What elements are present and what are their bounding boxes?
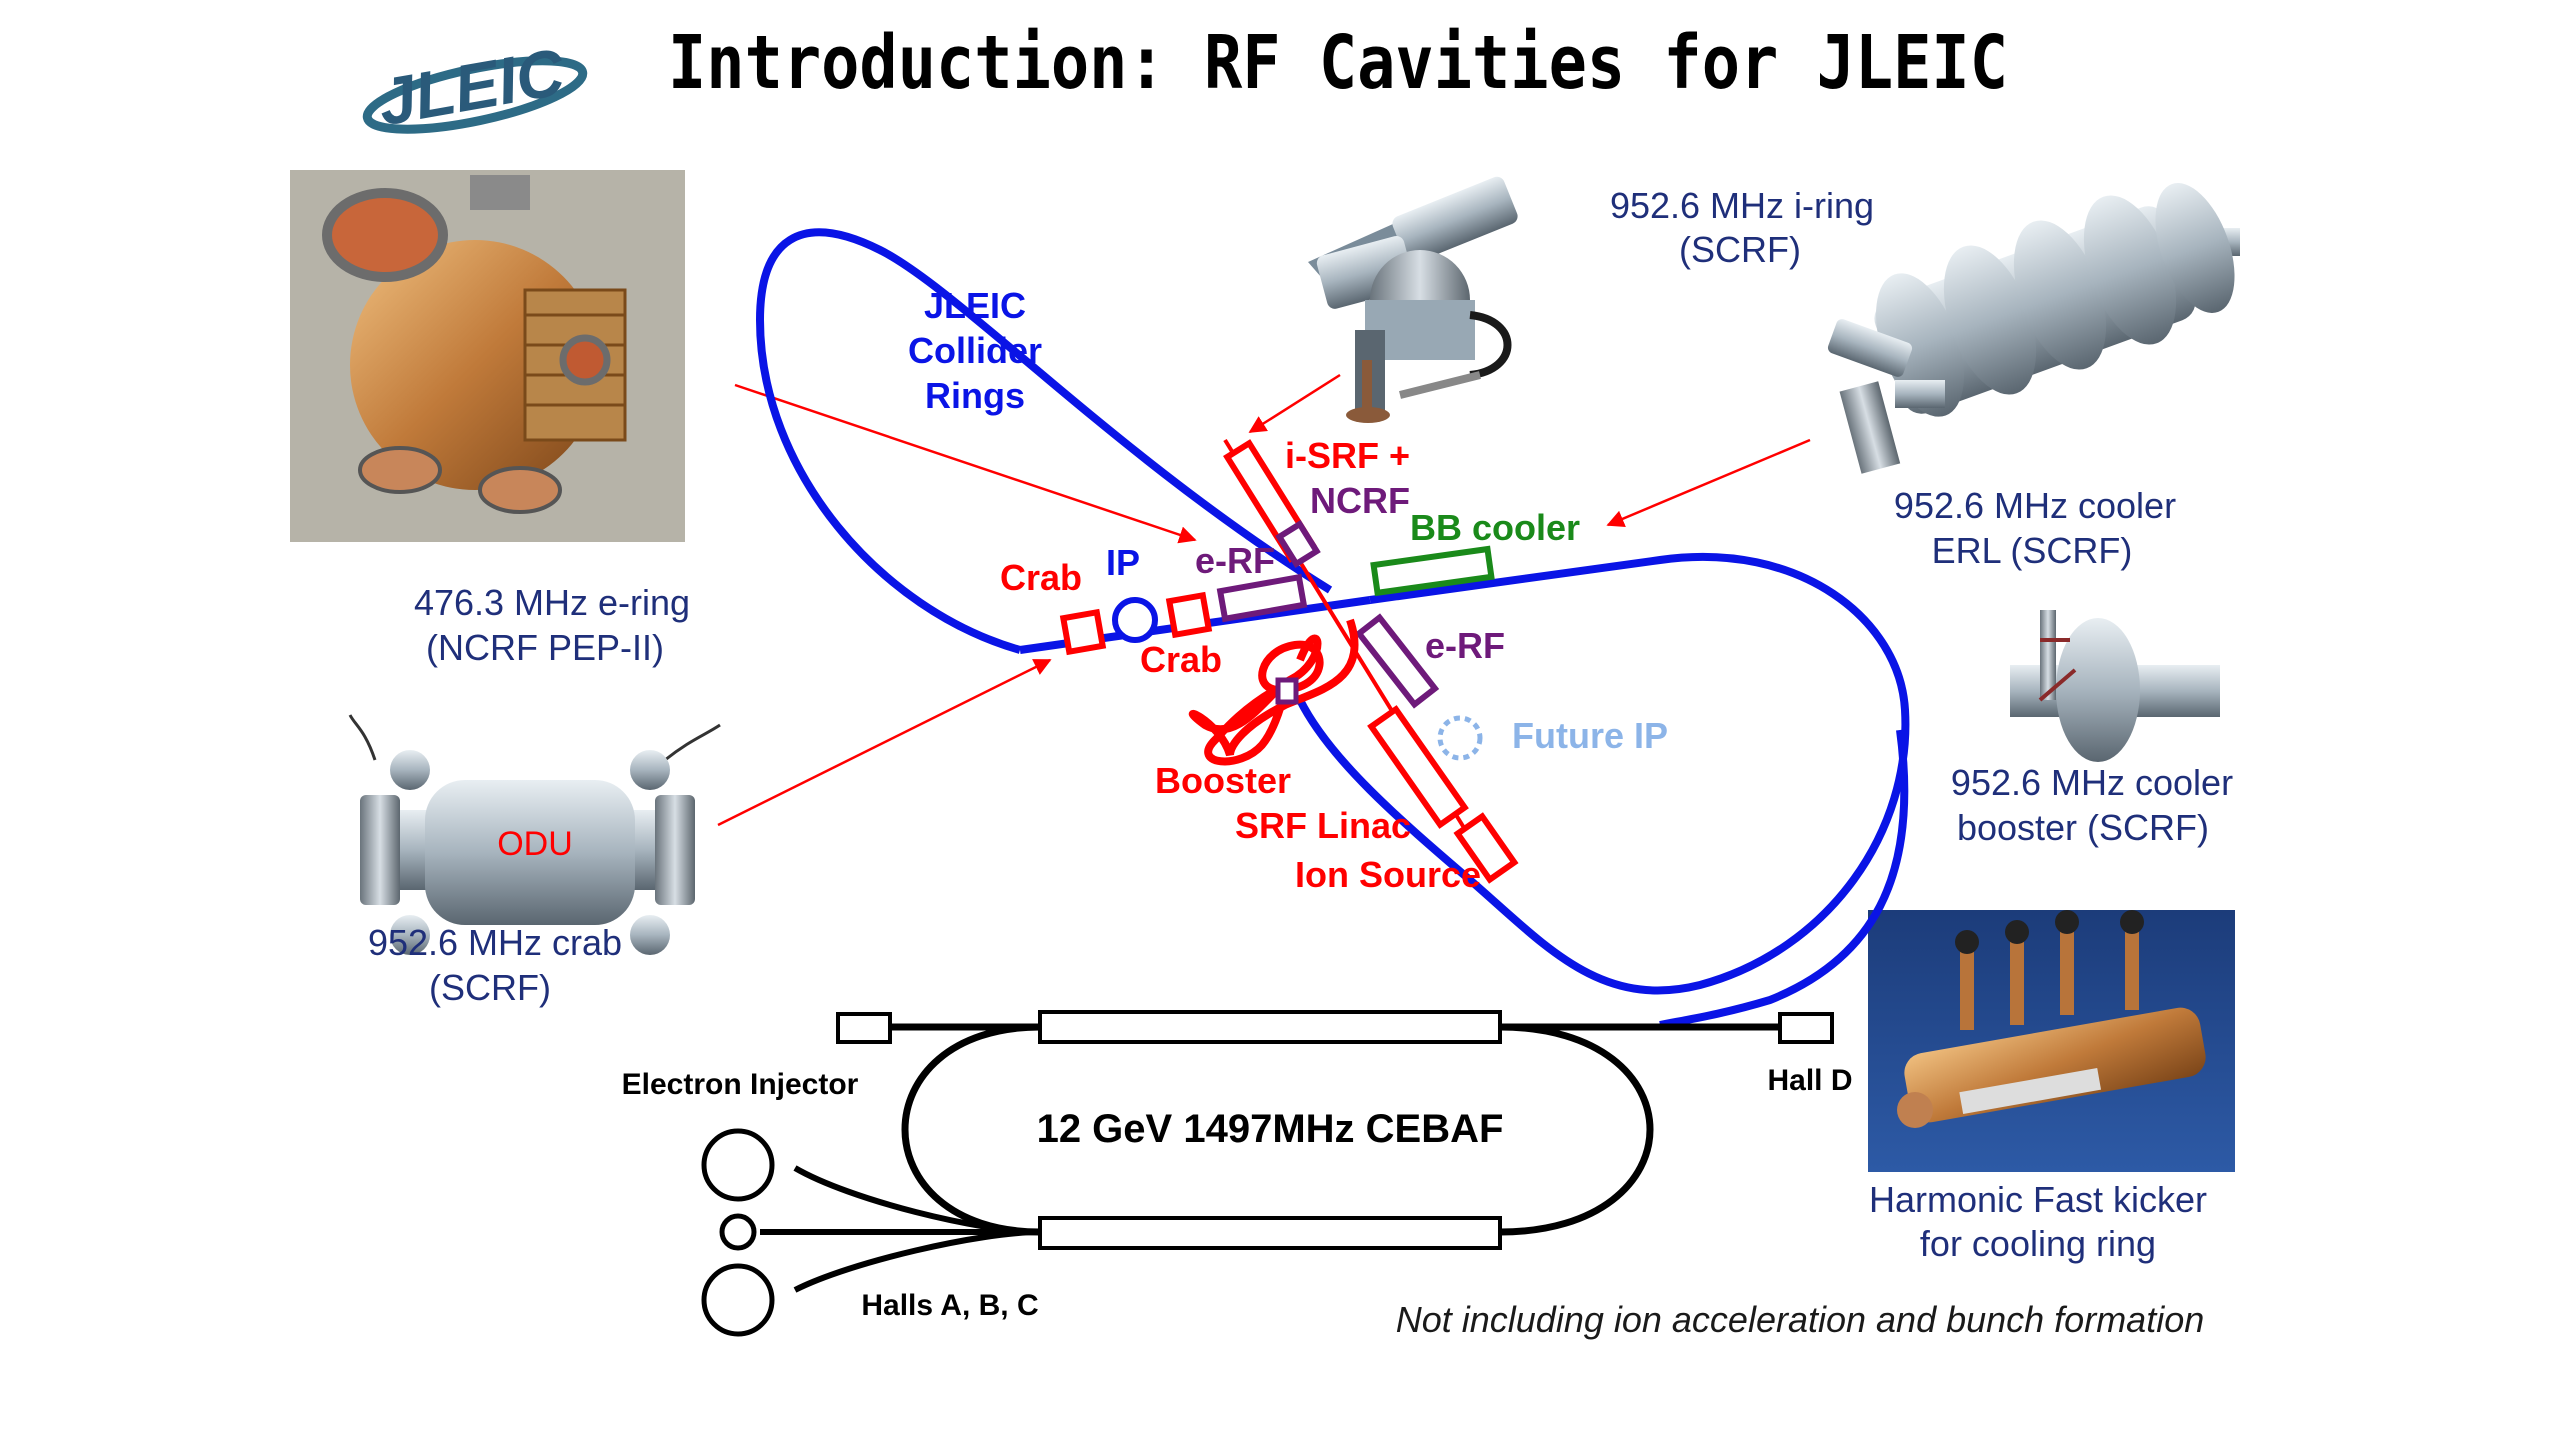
fast-kicker-photo [1868, 910, 2235, 1172]
hall-a [701, 1128, 775, 1202]
e-rf-right-label: e-RF [1425, 625, 1505, 666]
e-rf-right-cavity [1354, 613, 1440, 709]
odu-crab-cavity-render: ODU [348, 714, 721, 955]
cebaf-labels: 12 GeV 1497MHz CEBAF Electron Injector H… [622, 1064, 1853, 1322]
srf-linac-box [1367, 705, 1469, 829]
arrow-iring-to-isrf [1248, 373, 1341, 434]
crab-caption-line1: 952.6 MHz crab [368, 922, 622, 963]
booster-label: Booster [1155, 760, 1291, 801]
slide-title: Introduction: RF Cavities for JLEIC [668, 20, 2008, 106]
captions: 476.3 MHz e-ring (NCRF PEP-II) 952.6 MHz… [368, 185, 2233, 1264]
pep2-cavity-photo [290, 170, 685, 542]
i-srf-label: i-SRF + [1285, 435, 1410, 476]
e-rf-left-label: e-RF [1195, 540, 1275, 581]
jleic-logo: JLEIC [362, 34, 588, 140]
left-ring-loop [755, 228, 1333, 654]
collider-rings-label-line1: JLEIC [924, 285, 1026, 326]
booster-ring [1188, 618, 1359, 757]
erl-cavity-render [1827, 183, 2240, 474]
crab-left-label: Crab [1000, 557, 1082, 598]
srf-linac-label: SRF Linac [1235, 805, 1411, 846]
halls-abc-label: Halls A, B, C [861, 1289, 1038, 1322]
pointer-arrows [717, 373, 1811, 827]
electron-injector-label: Electron Injector [622, 1068, 859, 1101]
kicker-caption-line1: Harmonic Fast kicker [1869, 1179, 2207, 1220]
ip-marker [1112, 597, 1158, 643]
cebaf-label: 12 GeV 1497MHz CEBAF [1037, 1107, 1504, 1151]
e-ring-caption-line1: 476.3 MHz e-ring [414, 582, 690, 623]
ip-label: IP [1106, 542, 1140, 583]
i-ring-cavity-render [1308, 176, 1518, 423]
odu-label: ODU [497, 825, 573, 863]
cooler-booster-caption-line2: booster (SCRF) [1957, 807, 2209, 848]
ion-source-label: Ion Source [1295, 854, 1481, 895]
ring-to-cebaf [1659, 729, 1909, 1029]
cebaf-linac-south [1038, 1216, 1502, 1250]
booster-cavity [1275, 677, 1299, 705]
cooler-erl-caption-line2: ERL (SCRF) [1932, 530, 2133, 571]
bb-cooler-label: BB cooler [1410, 507, 1580, 548]
ion-path [1188, 438, 1519, 884]
crab-lower-label: Crab [1140, 639, 1222, 680]
bb-cooler-box [1370, 545, 1495, 597]
footnote: Not including ion acceleration and bunch… [1396, 1299, 2205, 1340]
arrow-pep2-to-erf [734, 383, 1197, 544]
hall-d-label: Hall D [1767, 1064, 1852, 1097]
hall-d-box [1778, 1012, 1834, 1044]
crab-cavity-left [1059, 608, 1107, 656]
ion-source-box [1453, 812, 1519, 884]
arrow-erl-to-bbcooler [1606, 438, 1811, 527]
electron-injector-box [836, 1012, 892, 1044]
cooler-erl-caption-line1: 952.6 MHz cooler [1894, 485, 2176, 526]
e-ring-caption-line2: (NCRF PEP-II) [426, 627, 664, 668]
hall-b [719, 1213, 757, 1251]
future-ip-label: Future IP [1512, 715, 1668, 756]
cebaf-linac-north [1038, 1010, 1502, 1044]
collider-rings [755, 228, 1910, 1029]
kicker-caption-line2: for cooling ring [1920, 1223, 2156, 1264]
ncrf-cavity [1275, 519, 1321, 569]
hall-c-beamline [793, 1229, 1041, 1293]
ip-region [1059, 545, 1495, 761]
logo-text: JLEIC [372, 34, 570, 140]
booster-cavity-render [2010, 610, 2220, 762]
collider-rings-label-line2: Collider [908, 330, 1042, 371]
ncrf-label: NCRF [1310, 480, 1410, 521]
i-ring-caption-line2: (SCRF) [1679, 229, 1801, 270]
cebaf-accelerator [701, 1010, 1834, 1337]
collider-rings-label-line3: Rings [925, 375, 1025, 416]
crab-caption-line2: (SCRF) [429, 967, 551, 1008]
hall-c [701, 1263, 775, 1337]
future-ip-marker [1437, 715, 1483, 761]
cooler-booster-caption-line1: 952.6 MHz cooler [1951, 762, 2233, 803]
ring-right-segment [1296, 552, 1910, 995]
e-rf-left-cavity [1216, 573, 1308, 623]
crab-cavity-right [1165, 591, 1213, 639]
i-ring-caption-line1: 952.6 MHz i-ring [1610, 185, 1874, 226]
arrow-crab-to-ip [717, 658, 1052, 827]
diagram-labels: JLEIC Collider Rings i-SRF + NCRF BB coo… [908, 285, 1668, 895]
